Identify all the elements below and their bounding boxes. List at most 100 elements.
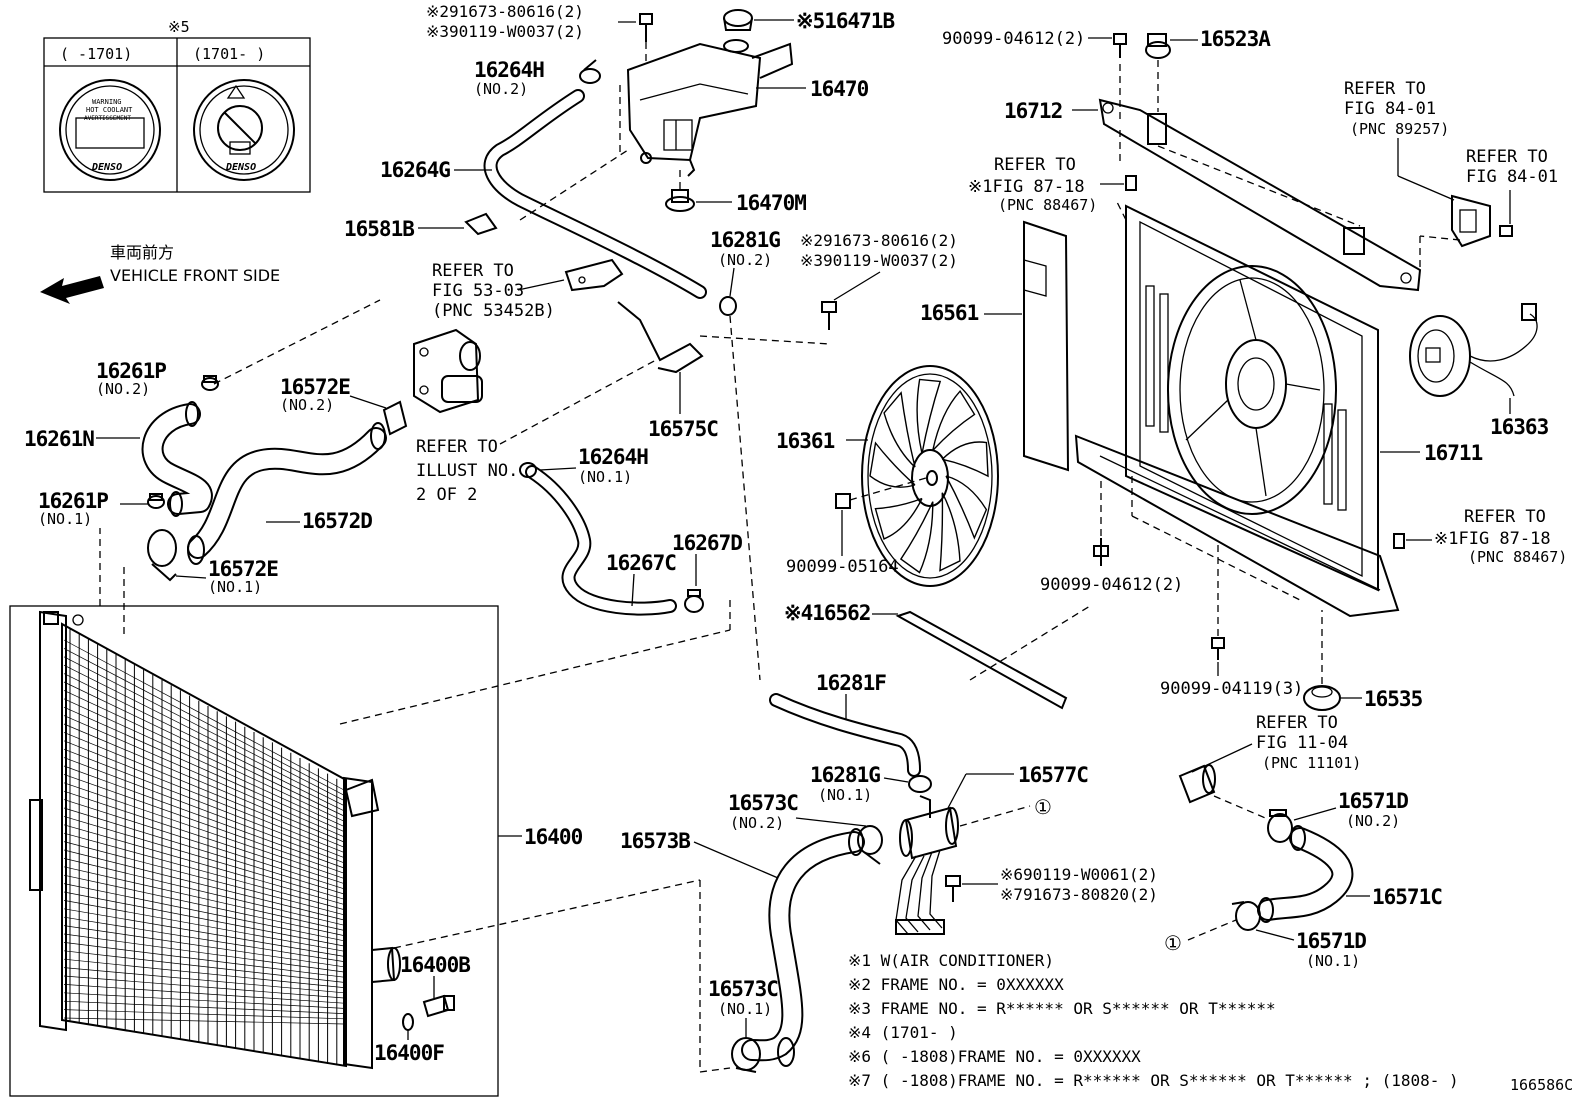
- grommet-icon: [1303, 685, 1341, 711]
- cooling-fan: [861, 365, 999, 587]
- svg-text:2 OF 2: 2 OF 2: [416, 485, 477, 505]
- hose-clamp-icon: [147, 529, 177, 582]
- bolt-icon: [639, 13, 653, 42]
- fan-motor: [1409, 303, 1538, 397]
- part-label-16572E-no2: 16572E: [280, 375, 350, 399]
- bolt-icon: [945, 875, 961, 902]
- footnotes: ※1 W(AIR CONDITIONER) ※2 FRAME NO. = 0XX…: [848, 951, 1459, 1090]
- svg-text:※3 FRAME NO. = R****** OR S***: ※3 FRAME NO. = R****** OR S****** OR T**…: [848, 999, 1276, 1018]
- hose-clamp-icon: [382, 400, 408, 436]
- svg-text:(PNC 11101): (PNC 11101): [1262, 754, 1361, 772]
- bracket-icon: [564, 258, 624, 292]
- part-label-16562: ※416562: [784, 601, 870, 625]
- cap-variant-inset: ※5 ( -1701) (1701- ) WARNING HOT COOLANT…: [43, 18, 311, 193]
- svg-text:WARNING: WARNING: [92, 98, 122, 106]
- clip-icon: [1393, 533, 1405, 549]
- svg-text:(NO.1): (NO.1): [818, 786, 872, 804]
- part-label-16470M: 16470M: [736, 191, 806, 215]
- nut-icon: [835, 493, 851, 509]
- note-90119-W0061: ※690119-W0061(2): [1000, 865, 1158, 884]
- svg-text:車両前方: 車両前方: [110, 243, 174, 262]
- refer-fig-87-18-right: REFER TO ※1FIG 87-18 (PNC 88467): [1434, 507, 1567, 566]
- bolt-icon: [821, 301, 837, 330]
- hose-clamp-icon: [201, 375, 219, 391]
- hose-clamp-icon: [857, 825, 883, 865]
- svg-text:(NO.2): (NO.2): [96, 380, 150, 398]
- engine-pipe-stub: [1178, 764, 1216, 804]
- radiator-cap-late-icon: DENSO: [193, 79, 295, 181]
- refer-fig-87-18-top: REFER TO ※1FIG 87-18 (PNC 88467): [968, 155, 1097, 214]
- water-outlet-housing: [413, 328, 483, 414]
- part-label-16267C: 16267C: [606, 551, 676, 575]
- svg-text:(NO.2): (NO.2): [474, 80, 528, 98]
- part-label-16264H-no2: 16264H: [474, 58, 544, 82]
- part-label-16571D-no2: 16571D: [1338, 789, 1408, 813]
- svg-text:ILLUST NO.: ILLUST NO.: [416, 461, 518, 481]
- svg-text:(NO.1): (NO.1): [38, 510, 92, 528]
- clip-icon: [1125, 175, 1137, 191]
- svg-text:(NO.1): (NO.1): [578, 468, 632, 486]
- part-label-16400: 16400: [524, 825, 583, 849]
- inset-left-range: ( -1701): [60, 45, 132, 63]
- part-label-16264G: 16264G: [380, 158, 450, 182]
- refer-fig-84-01-a: REFER TO FIG 84-01 (PNC 89257): [1344, 79, 1449, 138]
- part-label-16261P-no1: 16261P: [38, 489, 108, 513]
- inset-right-range: (1701- ): [193, 45, 265, 63]
- svg-text:(NO.1): (NO.1): [1306, 952, 1360, 970]
- part-label-16264H-no1: 16264H: [578, 445, 648, 469]
- part-label-16471B: ※516471B: [796, 9, 894, 33]
- mounting-bracket: [617, 301, 704, 374]
- inset-mark: ※5: [168, 18, 190, 36]
- heater-hose: [1257, 825, 1354, 923]
- radiator-seal-strip: [895, 610, 1068, 710]
- wire-harness-connector: [1451, 194, 1491, 248]
- part-label-16267D: 16267D: [672, 531, 742, 555]
- svg-text:※4 (1701- ): ※4 (1701- ): [848, 1023, 958, 1042]
- hose-clamp-icon: [684, 589, 704, 613]
- svg-text:(NO.2): (NO.2): [280, 396, 334, 414]
- part-label-16561: 16561: [920, 301, 979, 325]
- part-label-16535: 16535: [1364, 687, 1423, 711]
- part-label-16571C: 16571C: [1372, 885, 1442, 909]
- part-label-16470: 16470: [810, 77, 869, 101]
- drain-cock-icon: [422, 994, 455, 1018]
- part-label-16573B: 16573B: [620, 829, 690, 853]
- coolant-reservoir: [626, 39, 794, 177]
- svg-text:(PNC 88467): (PNC 88467): [1468, 548, 1567, 566]
- svg-text:REFER TO: REFER TO: [1256, 713, 1338, 733]
- bypass-pipe-hose: [769, 693, 921, 777]
- refer-fig-84-01-b: REFER TO FIG 84-01: [1466, 147, 1558, 187]
- grommet-icon: [665, 189, 695, 212]
- svg-text:※6 ( -1808)FRAME NO. = 0XX: ※6 ( -1808)FRAME NO. = 0XXXXXX: [848, 1047, 1141, 1066]
- note-90119-W0037-top: ※390119-W0037(2): [426, 22, 584, 41]
- svg-text:(PNC 53452B): (PNC 53452B): [432, 301, 555, 321]
- fan-shroud: [1074, 204, 1400, 618]
- part-label-16261N: 16261N: [24, 427, 94, 451]
- part-label-16711: 16711: [1424, 441, 1483, 465]
- vehicle-front-indicator: 車両前方 VEHICLE FRONT SIDE: [40, 243, 280, 304]
- reservoir-hose: [483, 89, 707, 299]
- hose-clamp-icon: [1231, 901, 1261, 931]
- bolt-icon: [1211, 637, 1225, 660]
- svg-text:REFER TO: REFER TO: [1464, 507, 1546, 527]
- arrow-left-icon: [40, 276, 104, 304]
- water-outlet-pipe: [895, 795, 959, 935]
- part-label-16400B: 16400B: [400, 953, 470, 977]
- radiator-cap-early-icon: WARNING HOT COOLANT AVERTISSEMENT DENSO: [59, 79, 161, 181]
- svg-text:HOT COOLANT: HOT COOLANT: [86, 106, 133, 114]
- part-label-16281G-no1: 16281G: [810, 763, 880, 787]
- svg-text:FIG 84-01: FIG 84-01: [1466, 167, 1558, 187]
- refer-fig-53-03: REFER TO FIG 53-03 (PNC 53452B): [432, 261, 555, 321]
- hose-clamp-icon: [719, 296, 737, 316]
- cap-brand-left: DENSO: [91, 162, 122, 173]
- part-label-16573C-no1: 16573C: [708, 977, 778, 1001]
- svg-text:FIG 53-03: FIG 53-03: [432, 281, 524, 301]
- hose-clamp-icon: [147, 493, 165, 509]
- radiator-upper-hose: [187, 422, 387, 565]
- cap-brand-right: DENSO: [225, 162, 256, 173]
- part-label-16573C-no2: 16573C: [728, 791, 798, 815]
- note-91673-80820: ※791673-80820(2): [1000, 885, 1158, 904]
- circle-ref-marker: ①: [1034, 795, 1052, 819]
- svg-text:REFER TO: REFER TO: [1466, 147, 1548, 167]
- refer-fig-11-04: REFER TO FIG 11-04 (PNC 11101): [1256, 713, 1361, 772]
